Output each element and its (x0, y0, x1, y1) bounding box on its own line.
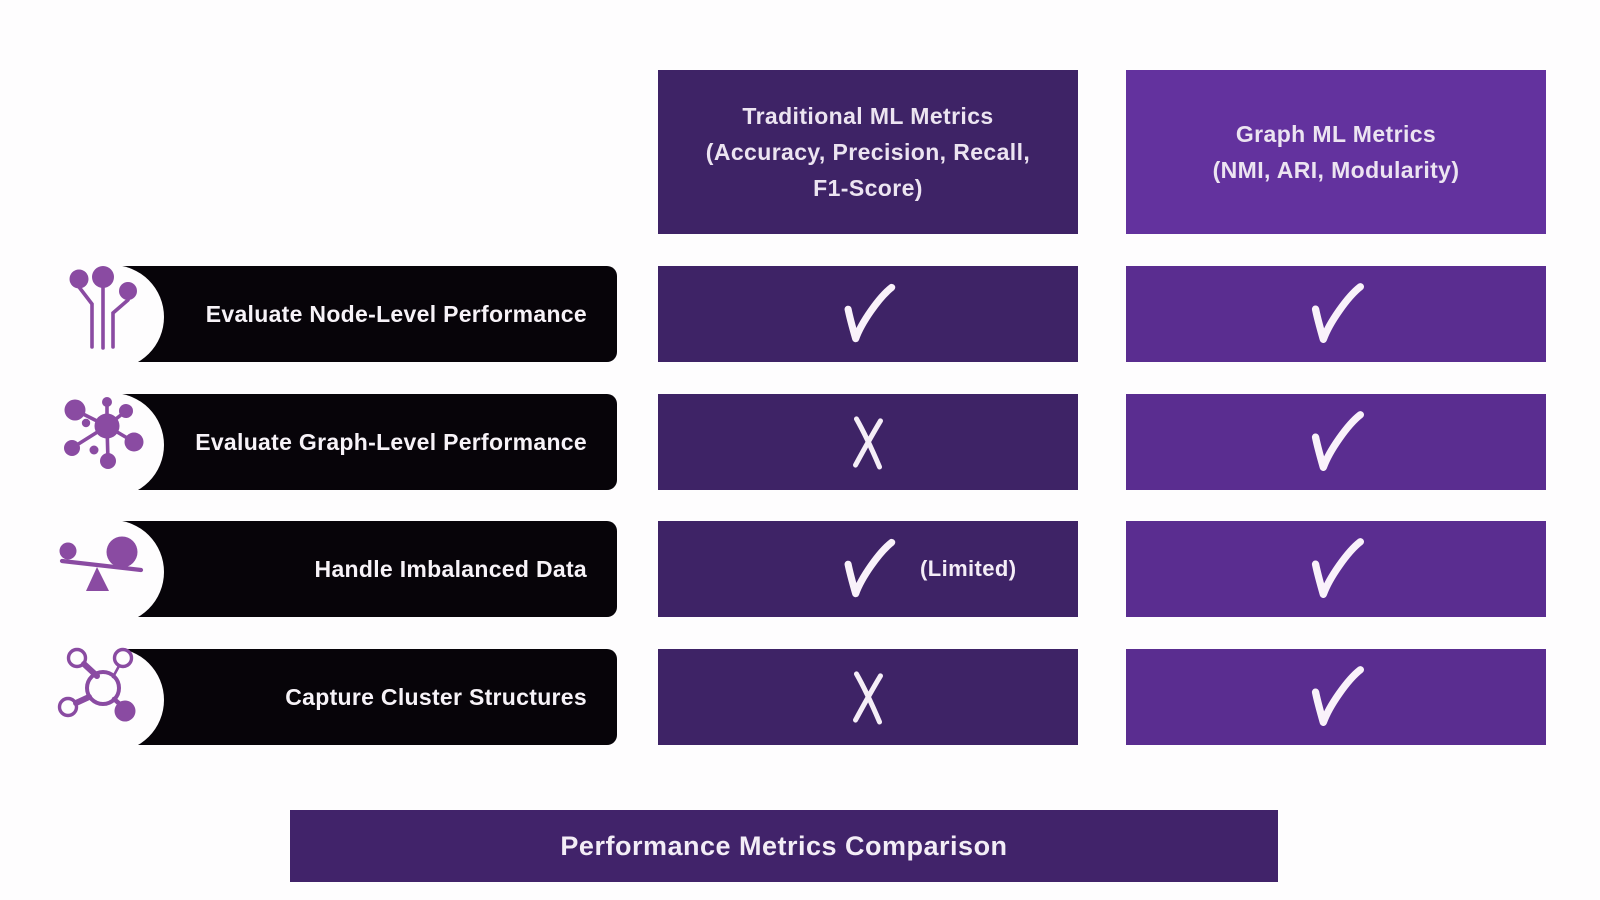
graph-cell (1126, 394, 1546, 490)
row-label-bar: Evaluate Graph-Level Performance (60, 393, 617, 497)
traditional-cell: (Limited) (658, 521, 1078, 617)
check-mark-icon (1311, 538, 1364, 598)
row-label-bar: Evaluate Node-Level Performance (60, 265, 617, 369)
graph-cell (1126, 266, 1546, 362)
traditional-cell (658, 266, 1078, 362)
footer-title-bar: Performance Metrics Comparison (290, 810, 1278, 882)
row-label: Evaluate Graph-Level Performance (195, 428, 587, 455)
row-label: Capture Cluster Structures (285, 683, 587, 710)
check-mark-icon (844, 283, 896, 343)
row-imbalanced-data: Handle Imbalanced Data (Limited) (0, 520, 1600, 624)
graph-cell (1126, 649, 1546, 745)
imbalance-scale-icon (59, 536, 144, 591)
row-label-bar: Handle Imbalanced Data (60, 520, 617, 624)
limited-note: (Limited) (920, 556, 1017, 581)
traditional-metrics-header: Traditional ML Metrics (Accuracy, Precis… (658, 70, 1078, 234)
network-hub-icon (64, 397, 144, 469)
page-title: Performance Metrics Comparison (560, 830, 1008, 861)
traditional-cell (658, 394, 1078, 490)
row-label: Handle Imbalanced Data (314, 555, 587, 582)
cluster-atom-icon (57, 647, 136, 722)
row-label-bar: Capture Cluster Structures (60, 648, 617, 752)
x-mark-icon (853, 671, 883, 725)
icon-notch (60, 520, 164, 624)
row-cluster-structures: Capture Cluster Structures (0, 647, 1600, 752)
check-mark-icon (1311, 666, 1364, 726)
check-mark-icon (844, 538, 896, 598)
node-pins-icon (69, 266, 137, 350)
traditional-cell (658, 649, 1078, 745)
check-mark-icon (1311, 411, 1364, 471)
row-graph-level: Evaluate Graph-Level Performance (0, 393, 1600, 497)
check-mark-icon (1311, 283, 1364, 343)
graph-cell (1126, 521, 1546, 617)
x-mark-icon (853, 416, 883, 470)
graph-metrics-header: Graph ML Metrics (NMI, ARI, Modularity) (1126, 70, 1546, 234)
row-label: Evaluate Node-Level Performance (205, 300, 587, 327)
row-node-level: Evaluate Node-Level Performance (0, 265, 1600, 369)
